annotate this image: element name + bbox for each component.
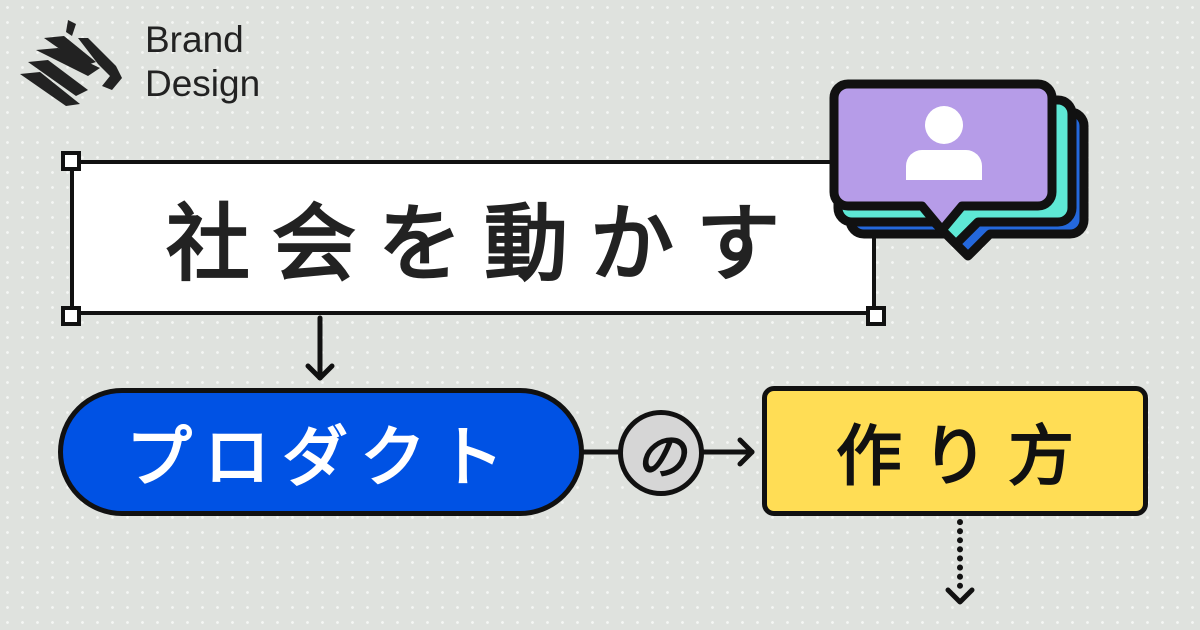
product-pill: プロダクト xyxy=(58,388,584,516)
resize-handle-top-left xyxy=(61,151,81,171)
method-label: 作り方 xyxy=(836,418,1094,495)
resize-handle-bottom-right xyxy=(866,306,886,326)
logo-line-brand: Brand xyxy=(145,19,244,60)
connector-label: の xyxy=(636,428,686,486)
method-box: 作り方 xyxy=(762,386,1148,516)
headline-box: 社会を動かす xyxy=(70,160,876,315)
logo-line-design: Design xyxy=(145,63,261,104)
resize-handle-bottom-left xyxy=(61,306,81,326)
headline: 社会を動かす xyxy=(165,195,802,293)
user-icon xyxy=(906,106,982,180)
chat-bubble-stack xyxy=(829,79,1089,261)
zebra-logo-icon xyxy=(20,20,122,106)
product-label: プロダクト xyxy=(126,419,516,496)
brand-logo-text: Brand Design xyxy=(145,18,260,106)
connector-circle: の xyxy=(618,410,704,496)
